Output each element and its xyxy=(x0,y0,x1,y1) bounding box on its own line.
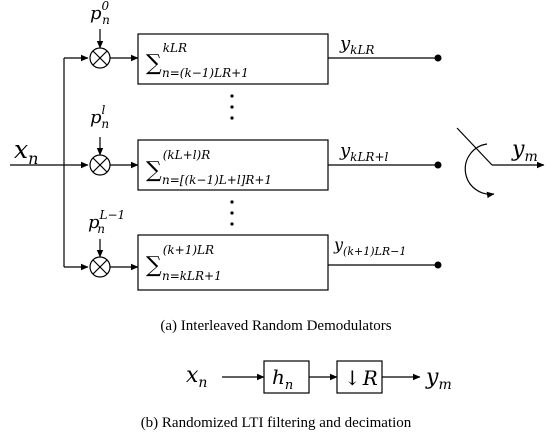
caption-b: (b) Randomized LTI filtering and decimat… xyxy=(141,415,412,431)
summation: ∑(k+1)LR xyxy=(146,243,214,278)
integrator-block xyxy=(137,234,329,291)
multiplier-icon xyxy=(89,47,111,69)
summation-lower: n=(k−1)LR+1 xyxy=(162,66,249,80)
switch-arm xyxy=(456,127,493,166)
chain-input-label: xn xyxy=(186,363,207,391)
multiplier-icon xyxy=(89,154,111,176)
filter-chain: xn hn ↓R ym xyxy=(186,360,452,394)
ellipsis-upper xyxy=(230,94,234,120)
rotation-arrow-icon xyxy=(464,143,495,199)
output-signal-label: ym xyxy=(511,137,538,165)
summation: ∑(kL+l)R xyxy=(146,148,210,183)
input-signal-label: xn xyxy=(14,135,38,168)
decimator-block xyxy=(336,360,383,394)
summation: ∑kLR xyxy=(146,41,187,76)
caption-a: (a) Interleaved Random Demodulators xyxy=(160,318,391,334)
chain-output-label: ym xyxy=(425,365,452,393)
switch-contact xyxy=(434,261,442,269)
commutator-switch: ym xyxy=(456,127,545,199)
output-label: ykLR+l xyxy=(339,140,389,164)
filter-label: hn xyxy=(272,365,293,393)
switch-contact xyxy=(434,161,442,169)
output-label: y(k+1)LR−1 xyxy=(333,235,406,258)
integrator-block xyxy=(137,139,329,191)
ellipsis-lower xyxy=(230,200,234,226)
summation-lower: n=[(k−1)L+l]R+1 xyxy=(162,173,272,187)
output-label: ykLR xyxy=(339,33,374,57)
multiplier-icon xyxy=(89,256,111,278)
filter-block xyxy=(263,360,310,394)
integrator-block xyxy=(137,33,329,85)
switch-contact xyxy=(434,54,442,62)
decimator-label: ↓R xyxy=(344,366,378,390)
summation-lower: n=kLR+1 xyxy=(162,269,222,283)
